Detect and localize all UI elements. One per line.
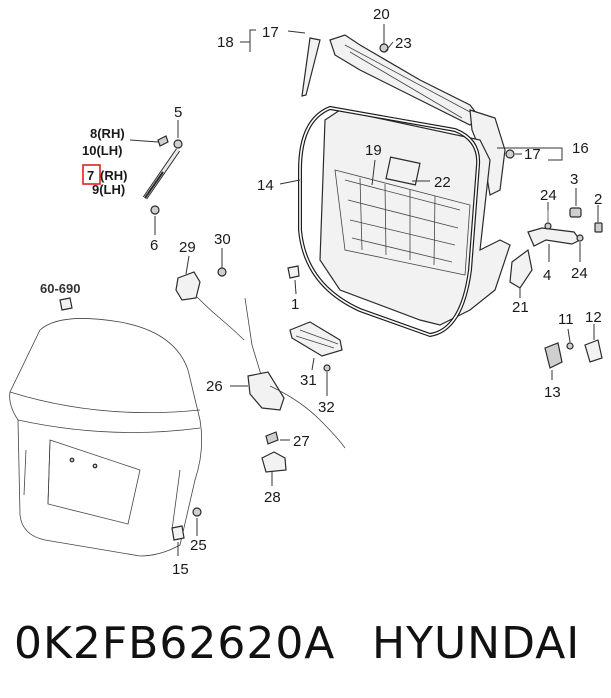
bracket-parts (544, 339, 603, 369)
callout-7-rh: (RH) (100, 168, 127, 183)
callout-6: 6 (150, 237, 158, 254)
callout-2: 2 (594, 191, 602, 208)
callout-24b: 24 (571, 265, 588, 282)
callout-ref-60-690: 60-690 (40, 281, 80, 296)
callout-27: 27 (293, 433, 310, 450)
callout-12: 12 (585, 309, 602, 326)
door-handle (289, 321, 343, 372)
callout-20: 20 (373, 6, 390, 23)
callout-24a: 24 (540, 187, 557, 204)
brand-name: HYUNDAI (372, 618, 581, 669)
callout-25: 25 (190, 537, 207, 554)
gas-strut (142, 135, 183, 215)
vehicle-tailgate (9, 297, 203, 557)
callout-9: 9(LH) (92, 182, 125, 197)
inner-door-panel (319, 109, 511, 326)
callout-16: 16 (572, 140, 589, 157)
latch-assembly (175, 265, 300, 341)
upper-trim-panel (301, 34, 481, 126)
callout-18: 18 (217, 34, 234, 51)
callout-19: 19 (365, 142, 382, 159)
handle-assembly (509, 207, 603, 289)
callout-4: 4 (543, 267, 551, 284)
callout-23: 23 (395, 35, 412, 52)
callout-7: 7 (87, 168, 94, 183)
callout-14: 14 (257, 177, 274, 194)
callout-31: 31 (300, 372, 317, 389)
bumper-stops (171, 507, 202, 541)
callout-13: 13 (544, 384, 561, 401)
callout-1: 1 (291, 296, 299, 313)
footer: 0K2FB62620A HYUNDAI (0, 610, 611, 670)
callout-17b: 17 (524, 146, 541, 163)
callout-26: 26 (206, 378, 223, 395)
callout-17a: 17 (262, 24, 279, 41)
callout-28: 28 (264, 489, 281, 506)
callout-30: 30 (214, 231, 231, 248)
callout-22: 22 (434, 174, 451, 191)
side-trim-panel (469, 109, 515, 196)
callout-21: 21 (512, 299, 529, 316)
callout-11: 11 (558, 311, 574, 328)
highlight-box-7 (82, 164, 101, 185)
callout-32: 32 (318, 399, 335, 416)
callout-29: 29 (179, 239, 196, 256)
part-number: 0K2FB62620A (14, 618, 336, 669)
callout-8: 8(RH) (90, 126, 125, 141)
callout-5: 5 (174, 104, 182, 121)
callout-3: 3 (570, 171, 578, 188)
lock-assembly (244, 297, 346, 473)
callout-10: 10(LH) (82, 143, 122, 158)
callout-15: 15 (172, 561, 189, 578)
clip-20 (379, 43, 389, 53)
